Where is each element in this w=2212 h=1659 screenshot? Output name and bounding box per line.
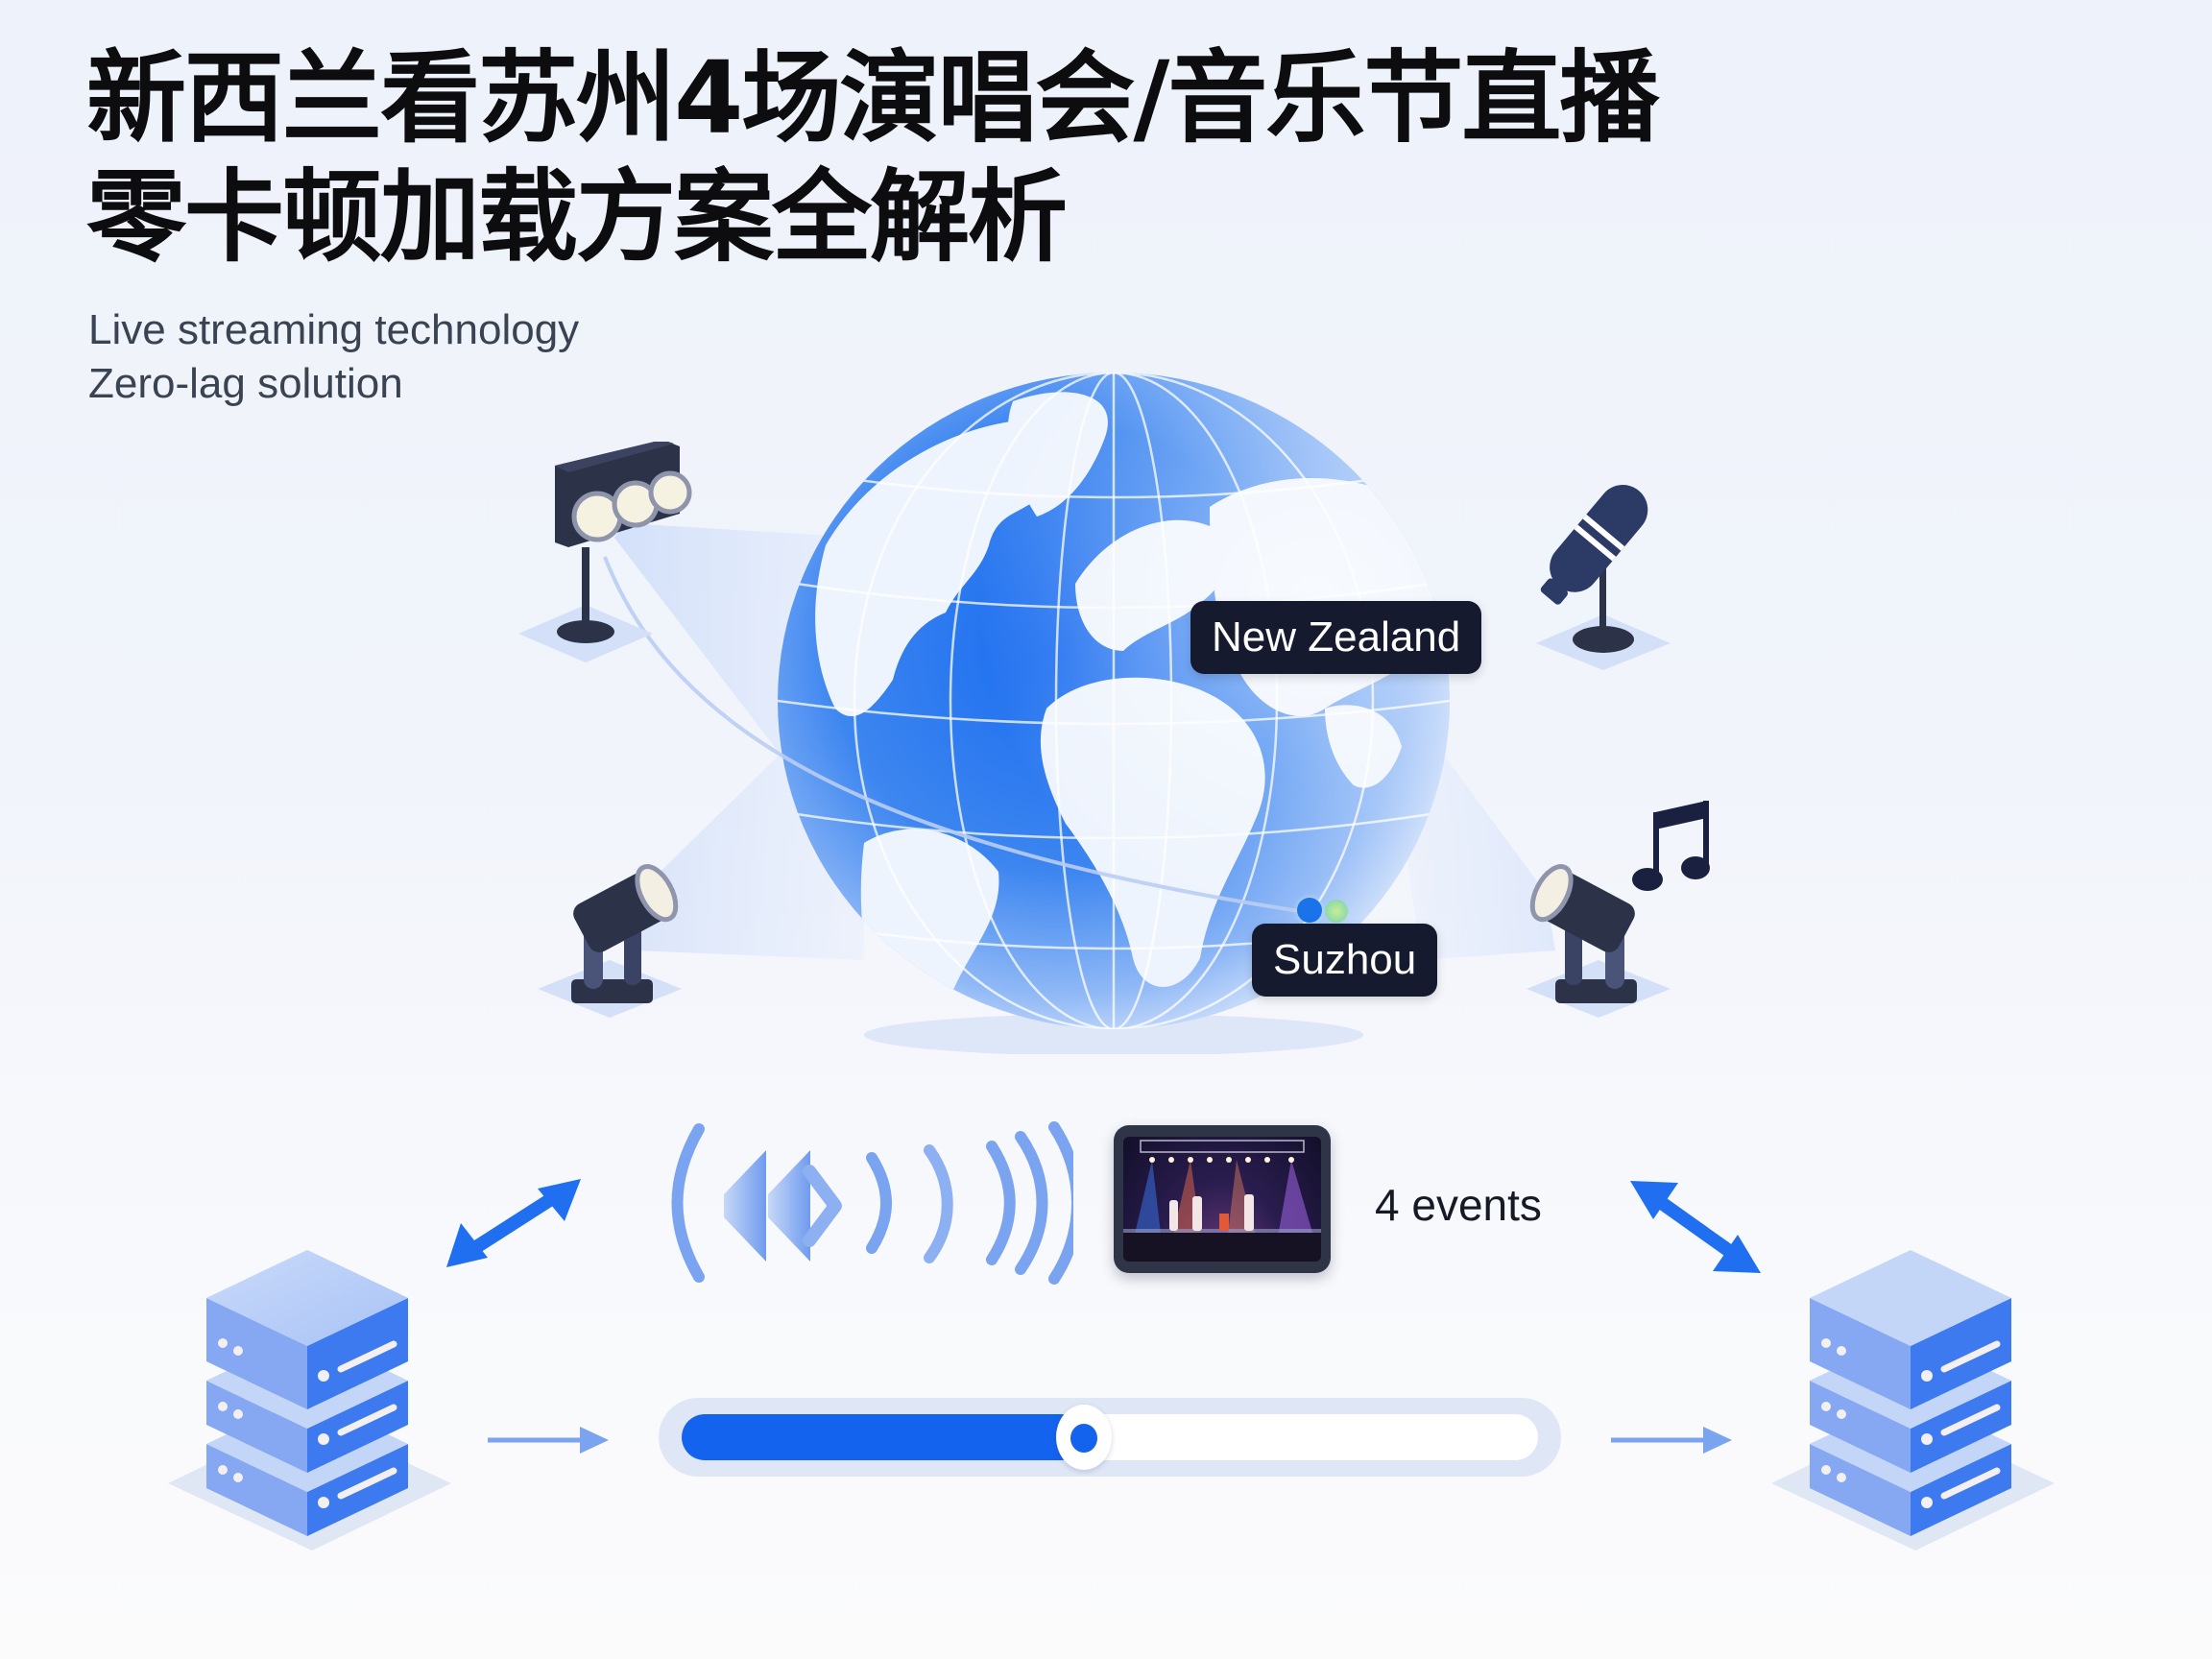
spotlight-icon — [538, 864, 682, 1018]
subtitle-line-1: Live streaming technology — [88, 306, 580, 353]
server-stack-left-icon — [168, 1250, 451, 1551]
title-line-2: 零卡顿加载方案全解析 — [86, 158, 1068, 276]
globe — [778, 373, 1450, 1054]
destination-marker — [1325, 900, 1348, 923]
right-arrow-left-icon — [488, 1427, 609, 1454]
title-line-1: 新西兰看苏州4场演唱会/音乐节直播 — [86, 39, 1659, 156]
bidirectional-arrow-right-icon — [1630, 1181, 1761, 1273]
server-stack-right-icon — [1771, 1250, 2055, 1551]
microphone-icon — [1536, 485, 1671, 670]
subtitle-line-2: Zero-lag solution — [88, 360, 403, 407]
page-title: 新西兰看苏州4场演唱会/音乐节直播 零卡顿加载方案全解析 — [86, 38, 1659, 276]
label-new-zealand: New Zealand — [1190, 601, 1482, 674]
stage-scene — [1123, 1140, 1321, 1262]
progress-knob[interactable] — [1056, 1405, 1112, 1470]
origin-marker — [1297, 898, 1322, 923]
loading-progress-bar[interactable] — [659, 1398, 1561, 1477]
spotlight-icon-right — [1527, 864, 1671, 1018]
stage-image — [1123, 1137, 1321, 1262]
light-bar-icon — [518, 442, 692, 662]
right-arrow-right-icon — [1611, 1427, 1732, 1454]
progress-fill — [682, 1414, 1084, 1460]
events-count: 4 events — [1375, 1180, 1542, 1230]
concert-stage-thumbnail[interactable] — [1114, 1125, 1331, 1273]
bidirectional-arrow-left-icon — [446, 1179, 581, 1267]
subtitle: Live streaming technology Zero-lag solut… — [88, 303, 579, 411]
label-suzhou: Suzhou — [1252, 924, 1438, 997]
signal-waves-icon — [671, 1121, 1073, 1285]
music-note-icon — [1632, 801, 1710, 891]
